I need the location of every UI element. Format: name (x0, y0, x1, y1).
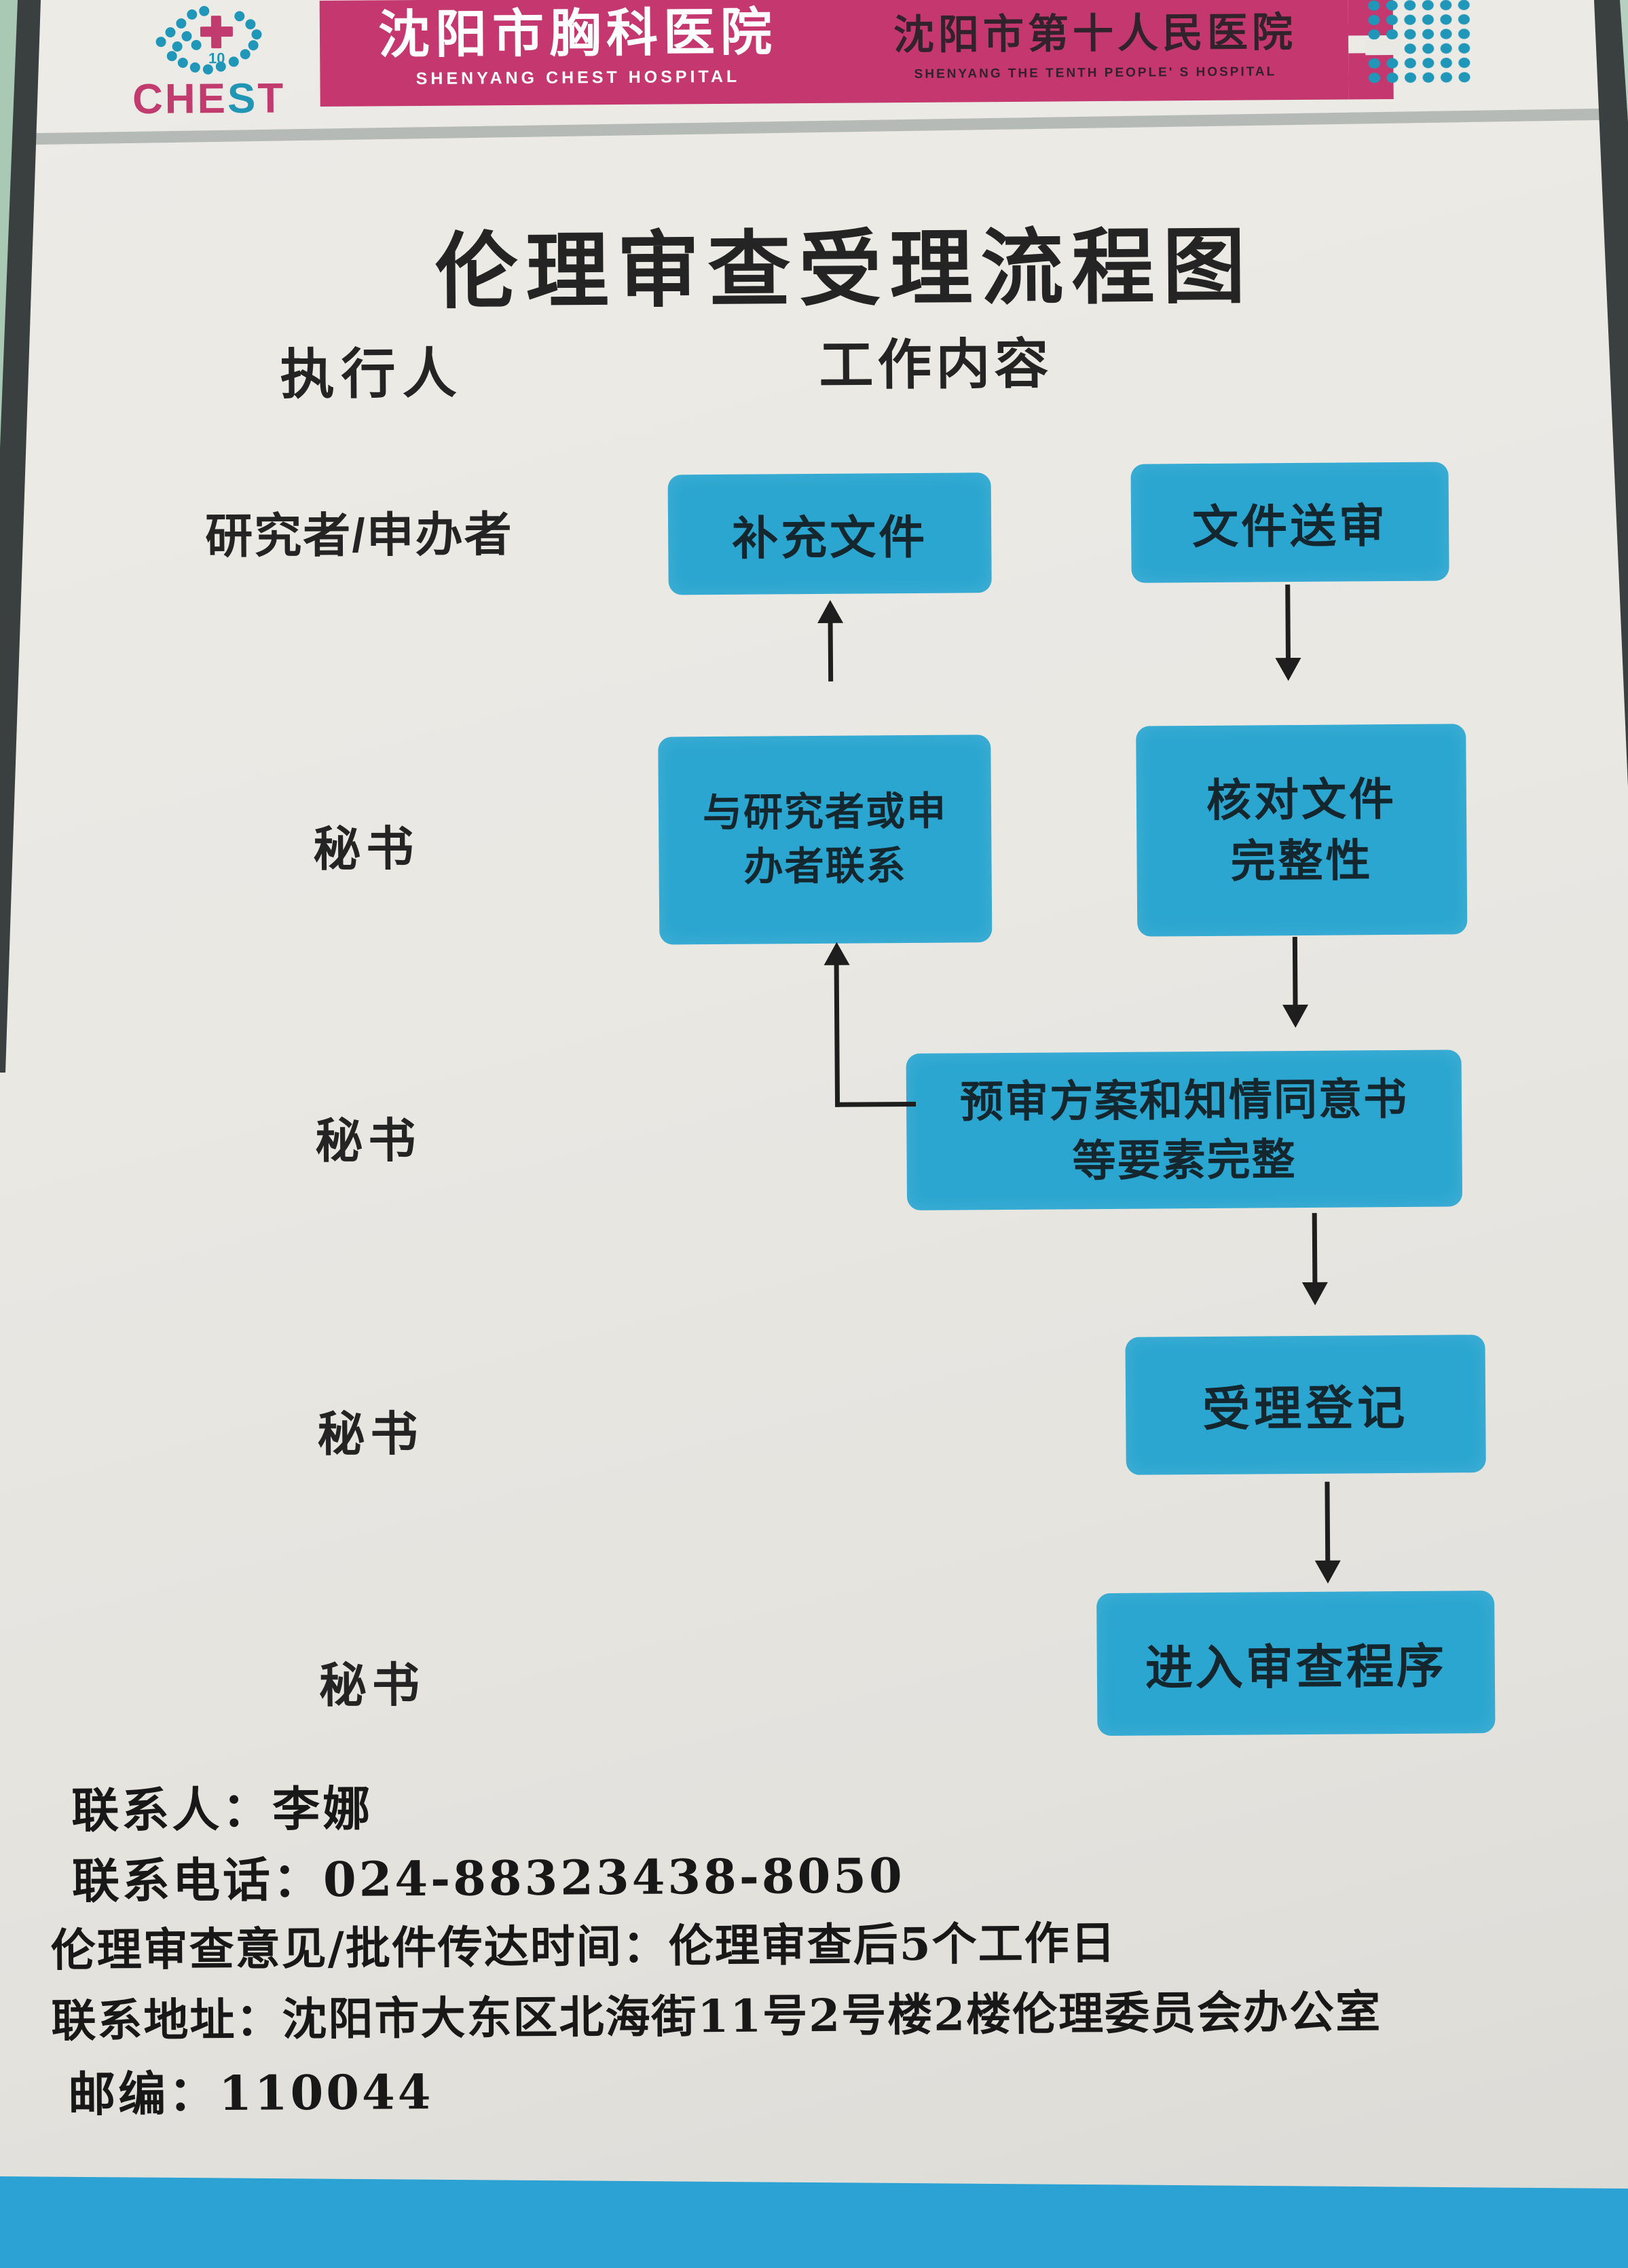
arrow-up-icon (817, 599, 844, 682)
contact-address: 联系地址：沈阳市大东区北海街11号2号楼2楼伦理委员会办公室 (51, 1985, 1382, 2047)
flow-box-acceptance-registration: 受理登记 (1125, 1335, 1486, 1475)
primary-hospital-name-block: 沈阳市胸科医院 SHENYANG CHEST HOSPITAL (367, 3, 789, 89)
flow-box-check-completeness: 核对文件 完整性 (1136, 724, 1468, 937)
role-label-researcher: 研究者/申办者 (204, 508, 513, 563)
flow-box-contact-researcher: 与研究者或申 办者联系 (658, 735, 993, 945)
secondary-hospital-name-en: SHENYANG THE TENTH PEOPLE' S HOSPITAL (914, 64, 1277, 81)
column-header-executor: 执行人 (280, 343, 464, 405)
contact-person: 联系人：李娜 (71, 1780, 373, 1839)
primary-hospital-name-en: SHENYANG CHEST HOSPITAL (415, 67, 741, 89)
arrow-down-icon (1275, 584, 1301, 682)
flow-box-label: 受理登记 (1202, 1381, 1409, 1436)
flow-box-label-line1: 与研究者或申 (702, 789, 948, 836)
flow-box-submit-documents: 文件送审 (1130, 462, 1449, 583)
logo-badge: 10 (208, 50, 225, 67)
flow-box-label-line2: 完整性 (1230, 835, 1373, 887)
arrow-down-icon (1282, 937, 1309, 1028)
flow-box-label: 补充文件 (731, 511, 928, 565)
flow-box-label-line1: 预审方案和知情同意书 (959, 1074, 1409, 1127)
role-label-secretary-3: 秘书 (317, 1407, 424, 1462)
column-header-work: 工作内容 (819, 333, 1053, 396)
role-label-secretary-4: 秘书 (318, 1658, 426, 1713)
role-label-secretary-2: 秘书 (315, 1114, 422, 1168)
logo-cross-icon (200, 16, 234, 49)
flow-box-label-line2: 办者联系 (743, 844, 907, 889)
primary-hospital-name: 沈阳市胸科医院 (377, 3, 778, 64)
flow-box-pre-review: 预审方案和知情同意书 等要素完整 (906, 1049, 1463, 1211)
blue-surface-bottom (0, 2176, 1628, 2268)
logo-brand-text: CHEST (132, 75, 286, 122)
flow-box-label-line2: 等要素完整 (1072, 1134, 1297, 1185)
logo-dots (155, 5, 262, 75)
flow-box-enter-review: 进入审查程序 (1096, 1591, 1496, 1736)
flow-box-label-line1: 核对文件 (1206, 774, 1397, 825)
flow-box-label: 文件送审 (1191, 500, 1388, 554)
hospital-banner: 沈阳市胸科医院 SHENYANG CHEST HOSPITAL 沈阳市第十人民医… (319, 0, 1349, 107)
arrow-down-icon (1314, 1481, 1341, 1584)
flow-box-label: 进入审查程序 (1145, 1639, 1447, 1695)
elbow-connector (834, 961, 917, 1107)
poster-title: 伦理审查受理流程图 (434, 220, 1254, 318)
flow-box-supplement-documents: 补充文件 (667, 472, 992, 595)
role-label-secretary-1: 秘书 (313, 822, 420, 876)
contact-phone: 联系电话：024-88323438-8050 (71, 1847, 905, 1910)
postal-code: 邮编：110044 (67, 2063, 434, 2123)
arrow-up-icon (824, 942, 850, 965)
secondary-hospital-name: 沈阳市第十人民医院 (893, 10, 1297, 58)
arrow-down-icon (1301, 1212, 1329, 1305)
hospital-logo: 10 CHEST (132, 5, 286, 122)
review-feedback-time: 伦理审查意见/批件传达时间：伦理审查后5个工作日 (50, 1916, 1117, 1977)
deco-dot-grid-gap (1365, 39, 1401, 56)
secondary-hospital-name-block: 沈阳市第十人民医院 SHENYANG THE TENTH PEOPLE' S H… (857, 9, 1333, 83)
